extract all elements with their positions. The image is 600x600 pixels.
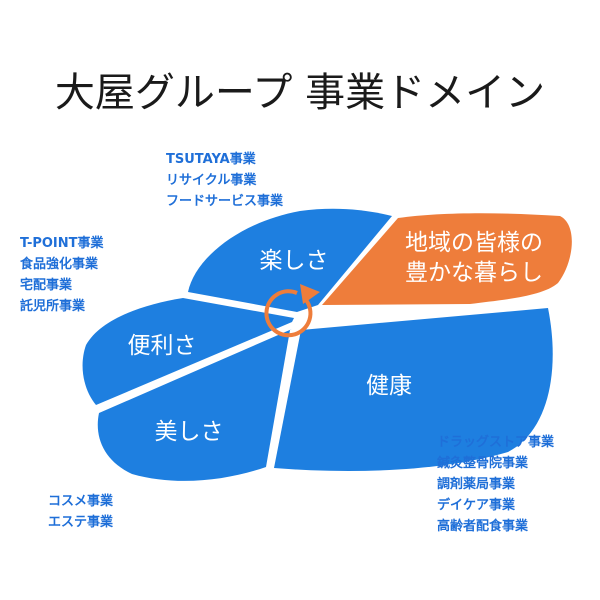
segment-label-utsukushisa: 美しさ: [155, 419, 224, 445]
segment-label-goal-line1: 地域の皆様の: [405, 230, 543, 256]
category-list-utsukushisa: コスメ事業 エステ事業: [48, 493, 114, 530]
segment-label-goal-line2: 豊かな暮らし: [405, 260, 543, 286]
category-item: 食品強化事業: [20, 256, 99, 272]
category-item: デイケア事業: [437, 497, 516, 513]
category-item: 宅配事業: [20, 277, 73, 293]
cycle-arrowhead-icon: [300, 284, 320, 304]
page-title: 大屋グループ 事業ドメイン: [55, 70, 545, 116]
segment-kenkou: [274, 308, 553, 471]
segment-benrisa: [82, 298, 294, 405]
category-item: フードサービス事業: [166, 193, 284, 209]
segment-label-tanoshisa: 楽しさ: [260, 248, 329, 274]
category-list-kenkou: ドラッグストア事業 鍼灸整骨院事業 調剤薬局事業 デイケア事業 高齢者配食事業: [437, 434, 555, 534]
segment-label-benrisa: 便利さ: [128, 333, 197, 359]
segment-goal: [322, 213, 572, 305]
category-item: 鍼灸整骨院事業: [437, 455, 529, 471]
category-item: T-POINT事業: [20, 235, 105, 251]
category-item: 高齢者配食事業: [437, 518, 529, 534]
segment-tanoshisa: [188, 208, 392, 312]
segments: [82, 208, 572, 481]
category-item: TSUTAYA事業: [166, 151, 257, 167]
segment-utsukushisa: [97, 329, 292, 481]
category-item: リサイクル事業: [166, 172, 257, 188]
category-item: 調剤薬局事業: [437, 476, 516, 492]
cycle-ring: [264, 284, 320, 338]
category-item: コスメ事業: [48, 493, 114, 509]
cycle-arc: [264, 289, 313, 338]
category-list-tanoshisa: TSUTAYA事業 リサイクル事業 フードサービス事業: [166, 151, 284, 209]
category-item: 託児所事業: [20, 298, 86, 314]
category-item: ドラッグストア事業: [437, 434, 555, 450]
category-list-benrisa: T-POINT事業 食品強化事業 宅配事業 託児所事業: [20, 235, 105, 314]
category-item: エステ事業: [48, 514, 114, 530]
segment-label-kenkou: 健康: [366, 373, 412, 399]
